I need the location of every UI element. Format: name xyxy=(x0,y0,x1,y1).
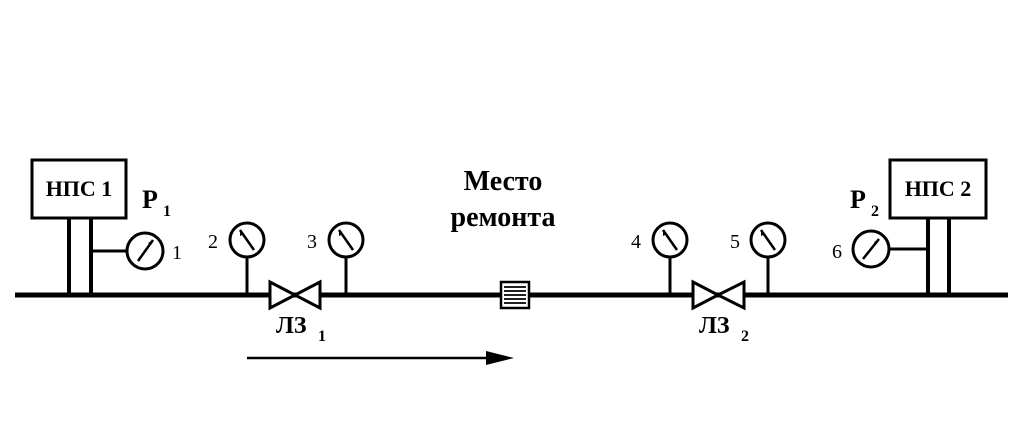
pressure-label-p2: P 2 xyxy=(850,185,879,220)
flow-arrow xyxy=(247,351,514,365)
valve-2: ЛЗ 2 xyxy=(691,279,749,345)
repair-label-line2: ремонта xyxy=(451,202,556,233)
station-right: НПС 2 xyxy=(888,158,988,295)
gauge-5-number: 5 xyxy=(730,231,740,253)
repair-site: Место ремонта xyxy=(451,166,556,310)
pressure-p2-symbol: P xyxy=(850,185,866,214)
valve-2-label: ЛЗ xyxy=(699,313,730,339)
gauge-6-number: 6 xyxy=(832,241,842,263)
gauge-4-number: 4 xyxy=(631,231,641,253)
valve-1: ЛЗ 1 xyxy=(268,279,326,345)
station-right-box xyxy=(888,158,988,220)
station-left-box xyxy=(30,158,128,220)
gauge-6: 6 xyxy=(832,229,928,269)
pressure-label-p1: P 1 xyxy=(142,185,171,220)
station-left: НПС 1 xyxy=(30,158,128,295)
gauge-2: 2 xyxy=(208,221,266,295)
gauge-5: 5 xyxy=(730,221,787,295)
gauge-2-number: 2 xyxy=(208,231,218,253)
gauge-3: 3 xyxy=(307,221,365,295)
pressure-p2-sub: 2 xyxy=(871,203,879,220)
valve-1-symbol xyxy=(268,279,299,311)
gauge-1-number: 1 xyxy=(172,242,182,264)
gauge-3-number: 3 xyxy=(307,231,317,253)
station-right-label: НПС 2 xyxy=(905,176,972,201)
gauge-1: 1 xyxy=(91,231,182,271)
pressure-p1-sub: 1 xyxy=(163,203,171,220)
valve-2-symbol xyxy=(691,279,722,311)
pressure-p1-symbol: P xyxy=(142,185,158,214)
repair-label-line1: Место xyxy=(464,166,543,197)
gauge-4: 4 xyxy=(631,221,689,295)
valve-1-sub: 1 xyxy=(318,328,326,345)
station-left-label: НПС 1 xyxy=(46,176,113,201)
valve-2-sub: 2 xyxy=(741,328,749,345)
valve-1-label: ЛЗ xyxy=(276,313,307,339)
